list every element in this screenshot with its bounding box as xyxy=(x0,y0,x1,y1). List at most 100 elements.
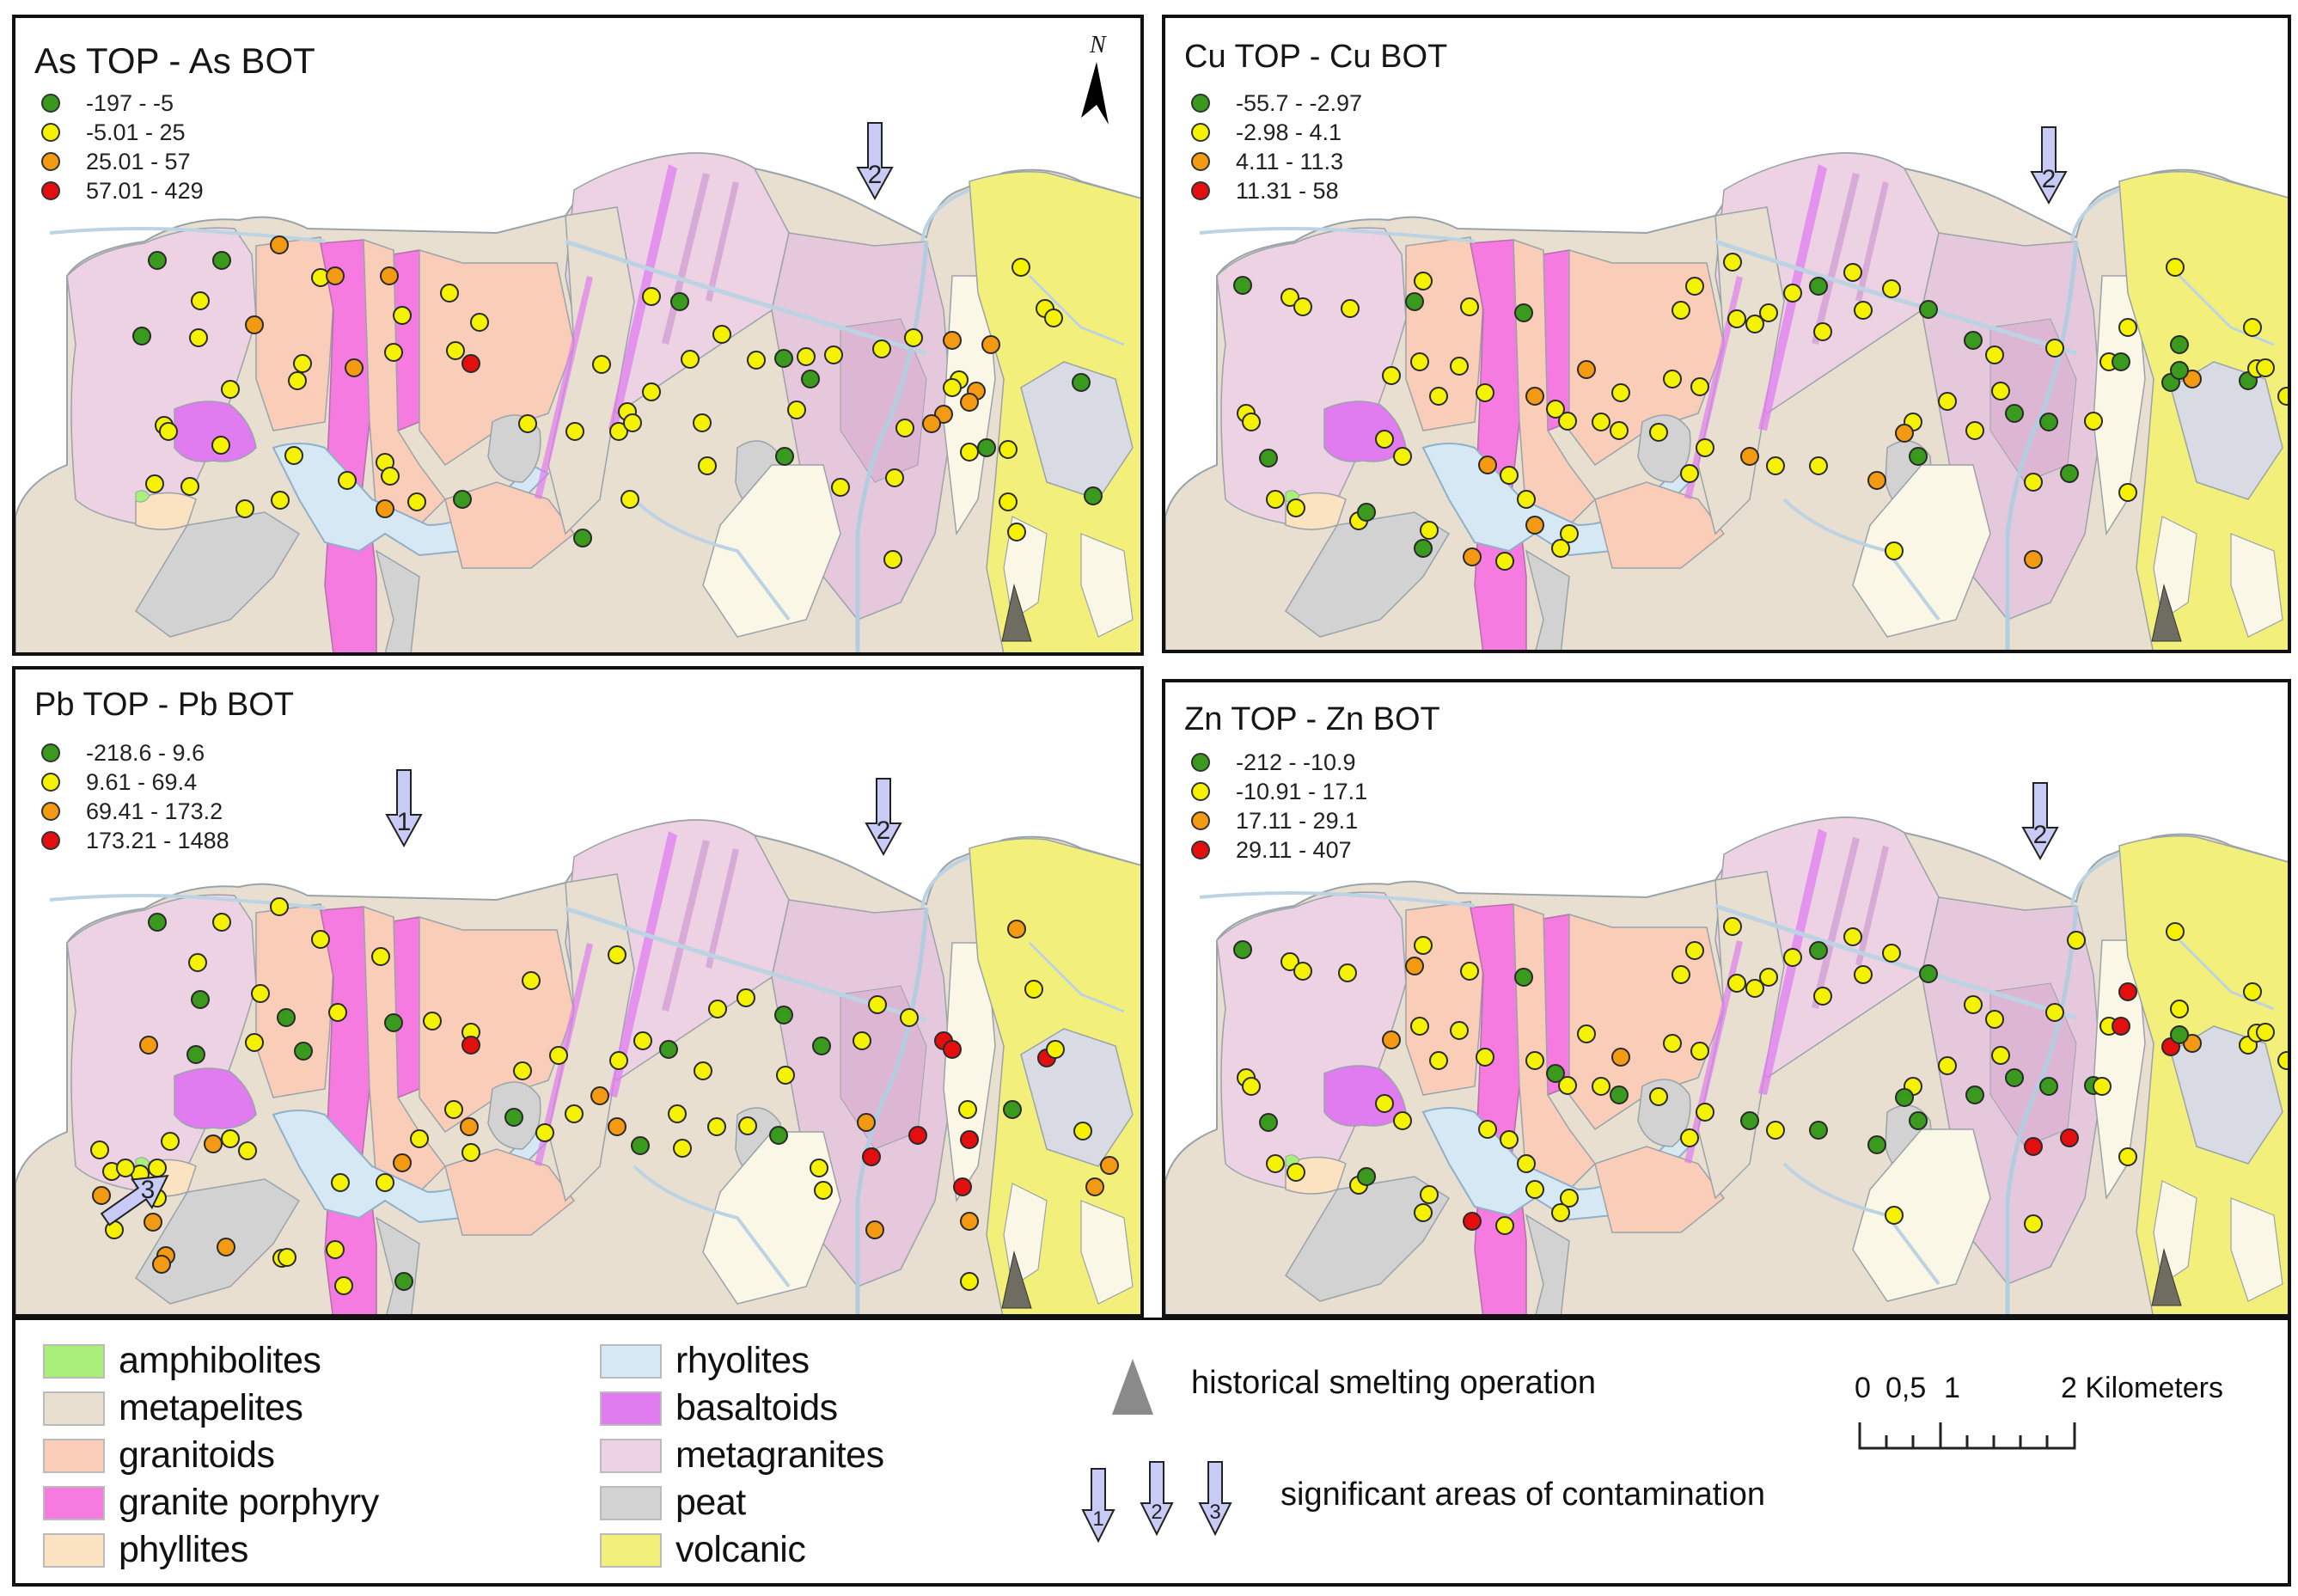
sample-point xyxy=(180,477,199,496)
sample-point xyxy=(2005,1068,2024,1087)
sample-point xyxy=(1680,464,1699,483)
class-label: 9.61 - 69.4 xyxy=(86,768,198,795)
sample-point xyxy=(609,422,628,441)
sample-point xyxy=(1024,980,1043,999)
sample-point xyxy=(1341,299,1360,318)
sample-point xyxy=(270,897,289,916)
sample-point xyxy=(1044,309,1063,327)
scale-bar-graphic xyxy=(1858,1422,2076,1450)
geology-legend-item: granite porphyry xyxy=(43,1479,379,1526)
sample-point xyxy=(188,953,207,972)
sample-point xyxy=(212,913,231,932)
sample-point xyxy=(668,1104,687,1123)
class-dot-icon xyxy=(41,181,60,200)
contamination-arrow-1: 1 xyxy=(385,769,423,848)
geology-swatch-icon xyxy=(43,1391,105,1426)
sample-point xyxy=(152,1255,171,1274)
sample-point xyxy=(775,447,794,466)
sample-point xyxy=(2277,1051,2288,1070)
class-label: 173.21 - 1488 xyxy=(86,827,229,853)
sample-point xyxy=(2170,361,2189,380)
sample-point xyxy=(1546,1064,1565,1083)
sample-point xyxy=(1745,979,1764,998)
sample-point xyxy=(1663,1034,1682,1053)
class-dot-icon xyxy=(1191,181,1210,200)
sample-point xyxy=(1672,965,1690,984)
sample-point xyxy=(1478,456,1497,474)
sample-point xyxy=(1809,941,1828,960)
class-label: -218.6 - 9.6 xyxy=(86,739,205,766)
class-legend-item: -10.91 - 17.1 xyxy=(1191,777,1367,806)
class-dot-icon xyxy=(1191,94,1210,113)
sample-point xyxy=(868,995,887,1014)
class-legend-item: 25.01 - 57 xyxy=(41,147,204,176)
geology-legend-item: metagranites xyxy=(600,1432,884,1479)
sample-point xyxy=(1685,941,1704,960)
sample-point xyxy=(1813,322,1832,341)
sample-point xyxy=(1759,968,1778,987)
sample-point xyxy=(1663,370,1682,388)
smelting-triangle-icon xyxy=(1112,1359,1153,1415)
sample-point xyxy=(238,1141,257,1160)
class-legend-item: -218.6 - 9.6 xyxy=(41,738,229,767)
geology-legend-item: metapelites xyxy=(43,1385,379,1432)
class-label: 4.11 - 11.3 xyxy=(1236,148,1344,174)
class-label: -197 - -5 xyxy=(86,89,174,116)
geology-swatch-icon xyxy=(43,1438,105,1473)
sample-point xyxy=(161,1132,180,1151)
sample-point xyxy=(277,1008,296,1027)
sample-point xyxy=(1495,1216,1514,1235)
sample-point xyxy=(2243,982,2262,1001)
sample-point xyxy=(960,443,979,462)
sample-point xyxy=(1854,965,1873,984)
class-dot-icon xyxy=(41,123,60,142)
sample-point xyxy=(1233,276,1252,295)
sample-point xyxy=(573,529,592,547)
class-legend-item: 11.31 - 58 xyxy=(1191,176,1362,205)
contamination-label: significant areas of contamination xyxy=(1280,1477,1765,1513)
sample-point xyxy=(1611,1048,1630,1067)
sample-point xyxy=(1525,516,1544,535)
sample-point xyxy=(1414,1203,1433,1222)
sample-point xyxy=(1672,301,1690,320)
svg-text:2: 2 xyxy=(2033,821,2048,849)
panel-title: Zn TOP - Zn BOT xyxy=(1184,701,1440,737)
class-legend-item: 57.01 - 429 xyxy=(41,176,204,205)
sample-point xyxy=(565,1104,584,1123)
sample-point xyxy=(444,1100,463,1119)
sample-point xyxy=(186,1045,205,1064)
sample-point xyxy=(1690,1042,1709,1061)
sample-point xyxy=(999,492,1018,511)
sample-point xyxy=(1460,962,1479,981)
class-dot-icon xyxy=(41,773,60,792)
sample-point xyxy=(1560,524,1579,543)
sample-point xyxy=(407,492,426,511)
sample-point xyxy=(1740,447,1759,466)
svg-text:2: 2 xyxy=(877,816,891,845)
class-legend-item: 9.61 - 69.4 xyxy=(41,767,229,797)
sample-point xyxy=(824,345,843,364)
geology-basemap: 2 xyxy=(15,122,1141,654)
sample-point xyxy=(1991,1046,2010,1065)
sample-point xyxy=(2060,464,2079,483)
scale-tick-0: 0 xyxy=(1855,1372,1871,1404)
sample-point xyxy=(284,446,303,465)
sample-point xyxy=(326,266,345,285)
sample-point xyxy=(1919,300,1938,319)
sample-point xyxy=(960,1272,979,1291)
sample-point xyxy=(245,315,264,334)
sample-point xyxy=(1985,345,2004,364)
sample-point xyxy=(1727,974,1746,993)
sample-point xyxy=(1680,1128,1699,1147)
geology-swatch-icon xyxy=(43,1485,105,1520)
geology-legend-item: rhyolites xyxy=(600,1337,884,1385)
sample-point xyxy=(380,266,399,285)
sample-point xyxy=(623,413,642,432)
sample-point xyxy=(885,468,904,487)
class-dot-icon xyxy=(1191,782,1210,801)
class-legend-item: 173.21 - 1488 xyxy=(41,826,229,855)
